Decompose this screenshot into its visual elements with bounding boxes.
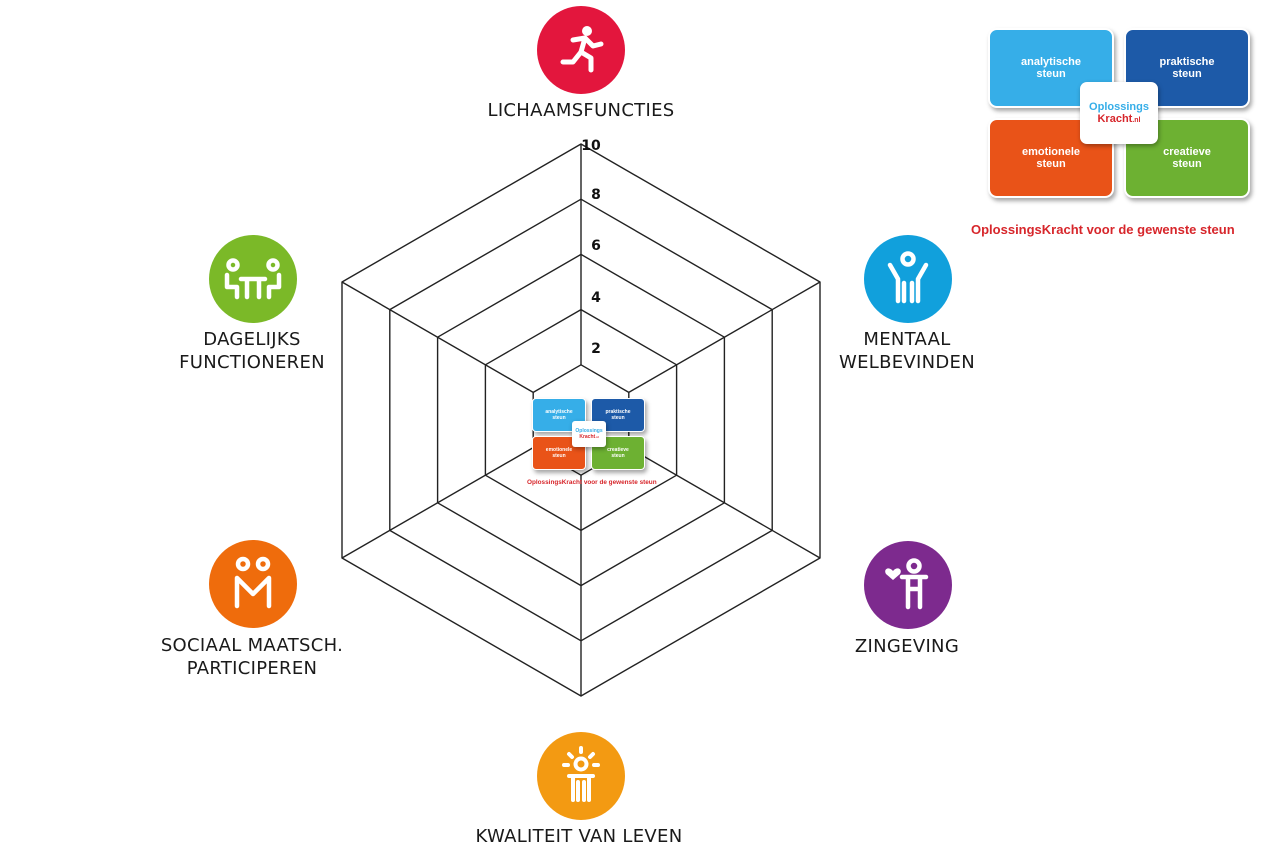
two-people-icon (209, 540, 297, 628)
person-sun-icon (537, 732, 625, 820)
dimension-label-lichaamsfuncties: LICHAAMSFUNCTIES (487, 100, 675, 121)
person-heart-icon (864, 541, 952, 629)
axis-tick-10: 10 (581, 138, 601, 154)
dimension-label-zingeving: ZINGEVING (854, 636, 960, 657)
logo-small-center-badge: Oplossings Kracht.nl (572, 421, 606, 447)
people-at-table-icon (209, 235, 297, 323)
dimension-label-dagelijks-functioneren: DAGELIJKS FUNCTIONEREN (179, 329, 325, 373)
dimension-label-sociaal-participeren: SOCIAAL MAATSCH. PARTICIPEREN (160, 635, 344, 679)
axis-tick-8: 8 (591, 187, 601, 203)
grid-spoke-zingeving (628, 446, 821, 559)
logo-small-caption: OplossingsKracht voor de gewenste steun (527, 479, 657, 486)
person-arms-raised-icon (864, 235, 952, 323)
logo-caption: OplossingsKracht voor de gewenste steun (971, 222, 1235, 237)
dimension-label-kwaliteit-van-leven: KWALITEIT VAN LEVEN (475, 826, 683, 847)
running-person-icon (537, 6, 625, 94)
axis-tick-2: 2 (591, 341, 601, 357)
axis-tick-6: 6 (591, 238, 601, 254)
logo-center-badge: Oplossings Kracht.nl (1080, 82, 1158, 144)
grid-spoke-sociaal (341, 446, 534, 559)
grid-spoke-dagelijks (341, 281, 534, 394)
grid-spoke-mentaal (628, 281, 821, 394)
axis-tick-4: 4 (591, 290, 601, 306)
dimension-label-mentaal-welbevinden: MENTAAL WELBEVINDEN (838, 329, 976, 373)
